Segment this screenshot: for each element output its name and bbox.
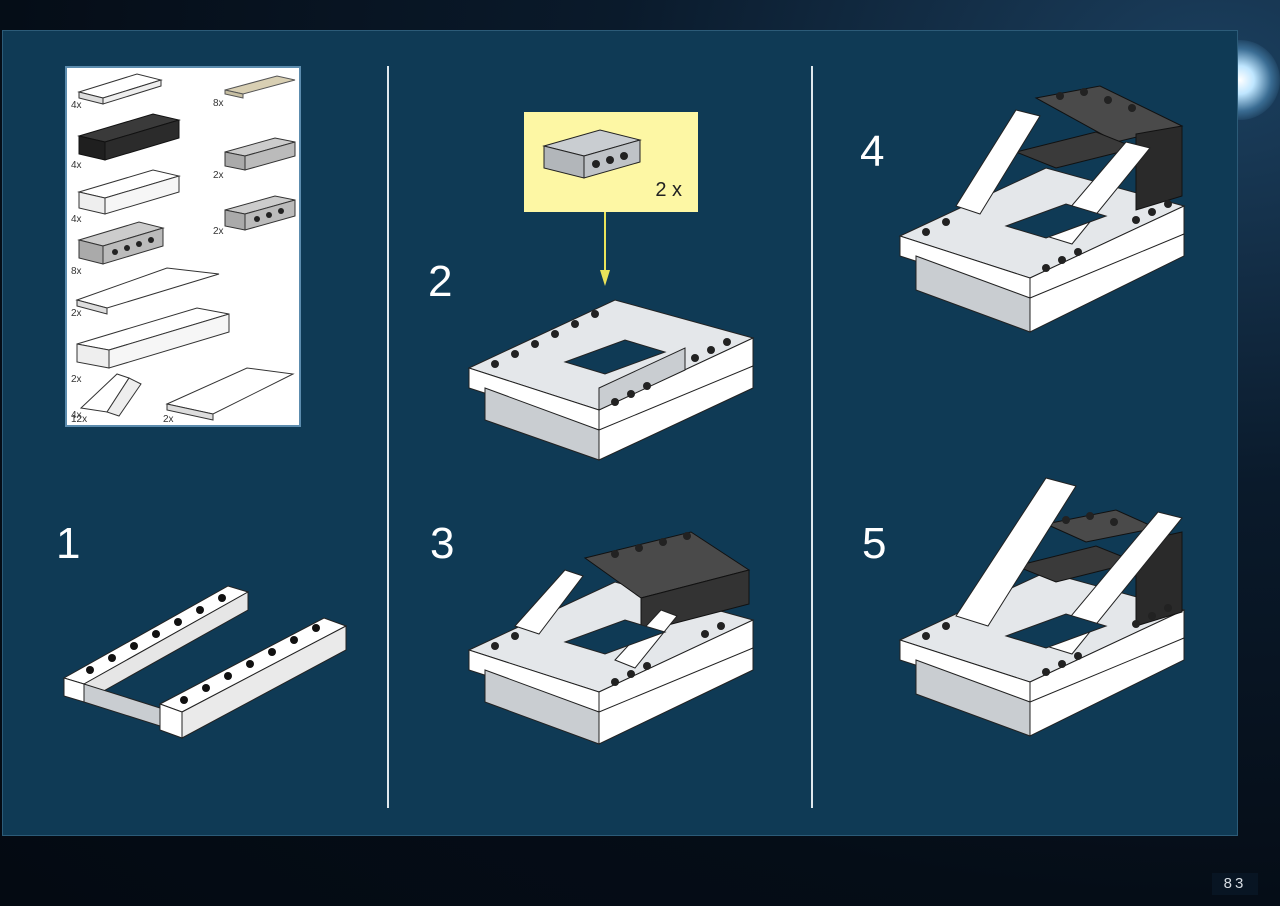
callout-quantity: 2 x — [655, 179, 682, 201]
part-wedge-plate — [75, 267, 220, 315]
column-divider-left — [387, 66, 389, 808]
part-long-plate — [76, 307, 230, 369]
step-3-illustration — [467, 531, 755, 745]
part-wedge-plate-right — [165, 367, 295, 421]
part-gray-technic-right — [224, 195, 296, 231]
part-black-brick — [77, 113, 181, 161]
step-1-illustration — [62, 585, 348, 739]
step-number-3: 3 — [430, 519, 455, 568]
qty-label: 4x — [71, 410, 82, 421]
step-number-2: 2 — [428, 257, 453, 306]
part-white-brick — [77, 169, 181, 215]
step-number-5: 5 — [862, 519, 887, 568]
part-tan-tile — [224, 75, 296, 99]
step-4-illustration — [898, 85, 1186, 333]
part-white-plate — [77, 73, 163, 105]
step-number-1: 1 — [56, 519, 81, 568]
qty-label: 4x — [71, 160, 82, 171]
qty-label: 2x — [163, 414, 174, 425]
technic-brick-illustration — [542, 129, 642, 179]
qty-label: 2x — [213, 226, 224, 237]
qty-label: 12x — [71, 414, 88, 425]
step-number-4: 4 — [860, 127, 885, 176]
part-gray-technic — [77, 221, 165, 265]
qty-label: 2x — [71, 308, 82, 319]
part-gray-brick — [224, 137, 296, 171]
qty-label: 4x — [71, 100, 82, 111]
step-5-illustration — [898, 477, 1186, 737]
qty-label: 8x — [213, 98, 224, 109]
qty-label: 2x — [71, 374, 82, 385]
part-slope — [79, 373, 142, 417]
column-divider-right — [811, 66, 813, 808]
parts-callout: 2 x — [524, 112, 698, 212]
parts-list: 4x 8x 4x 2x 4x 2x 8x 2x 2x 4x 12x 2x — [65, 66, 301, 427]
step-2-illustration — [467, 299, 755, 461]
page-number: 83 — [1212, 873, 1258, 895]
qty-label: 4x — [71, 214, 82, 225]
callout-arrow — [600, 212, 610, 286]
parts-list-illustration — [75, 73, 296, 421]
qty-label: 8x — [71, 266, 82, 277]
qty-label: 2x — [213, 170, 224, 181]
